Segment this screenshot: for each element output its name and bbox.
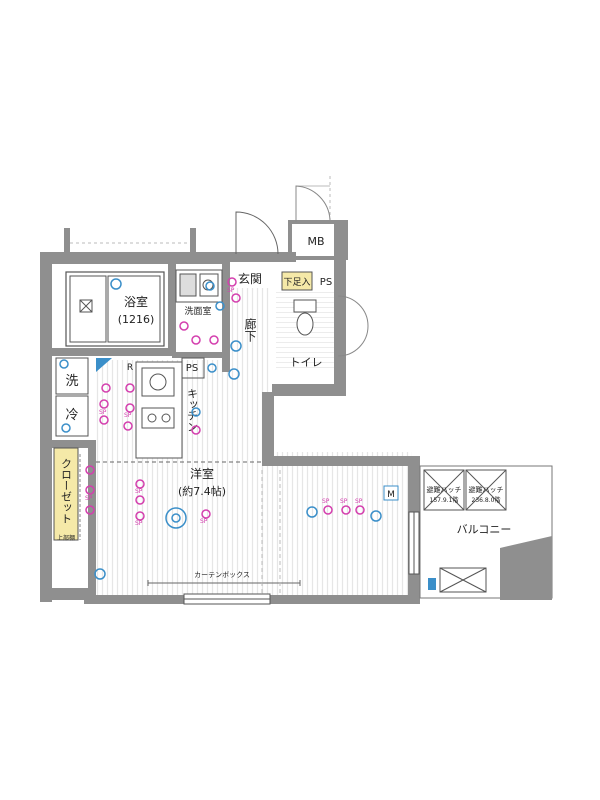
- mb-door: [295, 185, 331, 222]
- laundry-label: 洗: [65, 374, 78, 389]
- svg-text:SP: SP: [124, 412, 132, 419]
- hatch-2-label: 避難ハッチ: [469, 485, 504, 494]
- western-room-name: 洋室: [190, 466, 214, 481]
- fridge-label: 冷: [65, 408, 78, 423]
- hatch-2-code: 236.8.0階: [472, 496, 501, 504]
- electrical-symbols: [59, 277, 382, 580]
- svg-text:SP: SP: [135, 520, 143, 527]
- ps-mid-label: PS: [186, 363, 198, 374]
- closet: クローゼット 上部棚: [53, 447, 81, 542]
- washroom-label: 洗面室: [184, 305, 211, 317]
- hatch-1-label: 避難ハッチ: [427, 485, 462, 494]
- ceiling-light-icon: [165, 507, 187, 529]
- hatch-1-code: 157.9.1階: [430, 496, 459, 504]
- western-room-floor: [94, 452, 412, 600]
- aircon-mark: [383, 485, 399, 501]
- bathroom-name: 浴室: [124, 294, 148, 309]
- svg-text:SP: SP: [355, 498, 363, 505]
- svg-text:SP: SP: [200, 518, 208, 525]
- shoe-storage-label: 下足入: [283, 277, 310, 288]
- balcony-label: バルコニー: [457, 523, 512, 536]
- bathroom-size: (1216): [118, 313, 155, 326]
- mb-label: MB: [307, 235, 324, 248]
- aircon-mark-label: M: [387, 490, 395, 500]
- receptacle-labels: SP SP SP SP SP SP SP SP SP SP: [85, 287, 363, 527]
- svg-text:SP: SP: [99, 409, 107, 416]
- kitchen: キッチン R: [127, 361, 199, 459]
- fridge-mark: R: [127, 363, 133, 373]
- curtain-box-label: カーテンボックス: [194, 571, 250, 579]
- toilet: トイレ: [290, 295, 369, 369]
- closet-label: クローゼット: [60, 458, 73, 524]
- bath-fixture-icon: [110, 278, 122, 290]
- shoe-storage: [281, 271, 313, 291]
- closet-upper-label: 上部棚: [57, 534, 75, 542]
- toilet-label: トイレ: [290, 356, 323, 369]
- balcony: 避難ハッチ 157.9.1階 避難ハッチ 236.8.0階 バルコニー: [419, 465, 553, 600]
- corridor-label: 廊下: [243, 317, 257, 342]
- bathroom: 浴室 (1216): [65, 271, 165, 347]
- svg-text:SP: SP: [227, 287, 235, 294]
- entrance-label: 玄関: [238, 271, 262, 286]
- washroom: 洗面室: [175, 269, 223, 317]
- svg-text:SP: SP: [85, 495, 93, 502]
- svg-text:SP: SP: [340, 498, 348, 505]
- laundry: 洗 冷: [55, 357, 112, 437]
- ps-top-label: PS: [320, 277, 332, 288]
- entrance-door: [235, 211, 279, 255]
- svg-text:SP: SP: [322, 498, 330, 505]
- svg-text:SP: SP: [135, 488, 143, 495]
- western-room-size: (約7.4帖): [178, 484, 226, 498]
